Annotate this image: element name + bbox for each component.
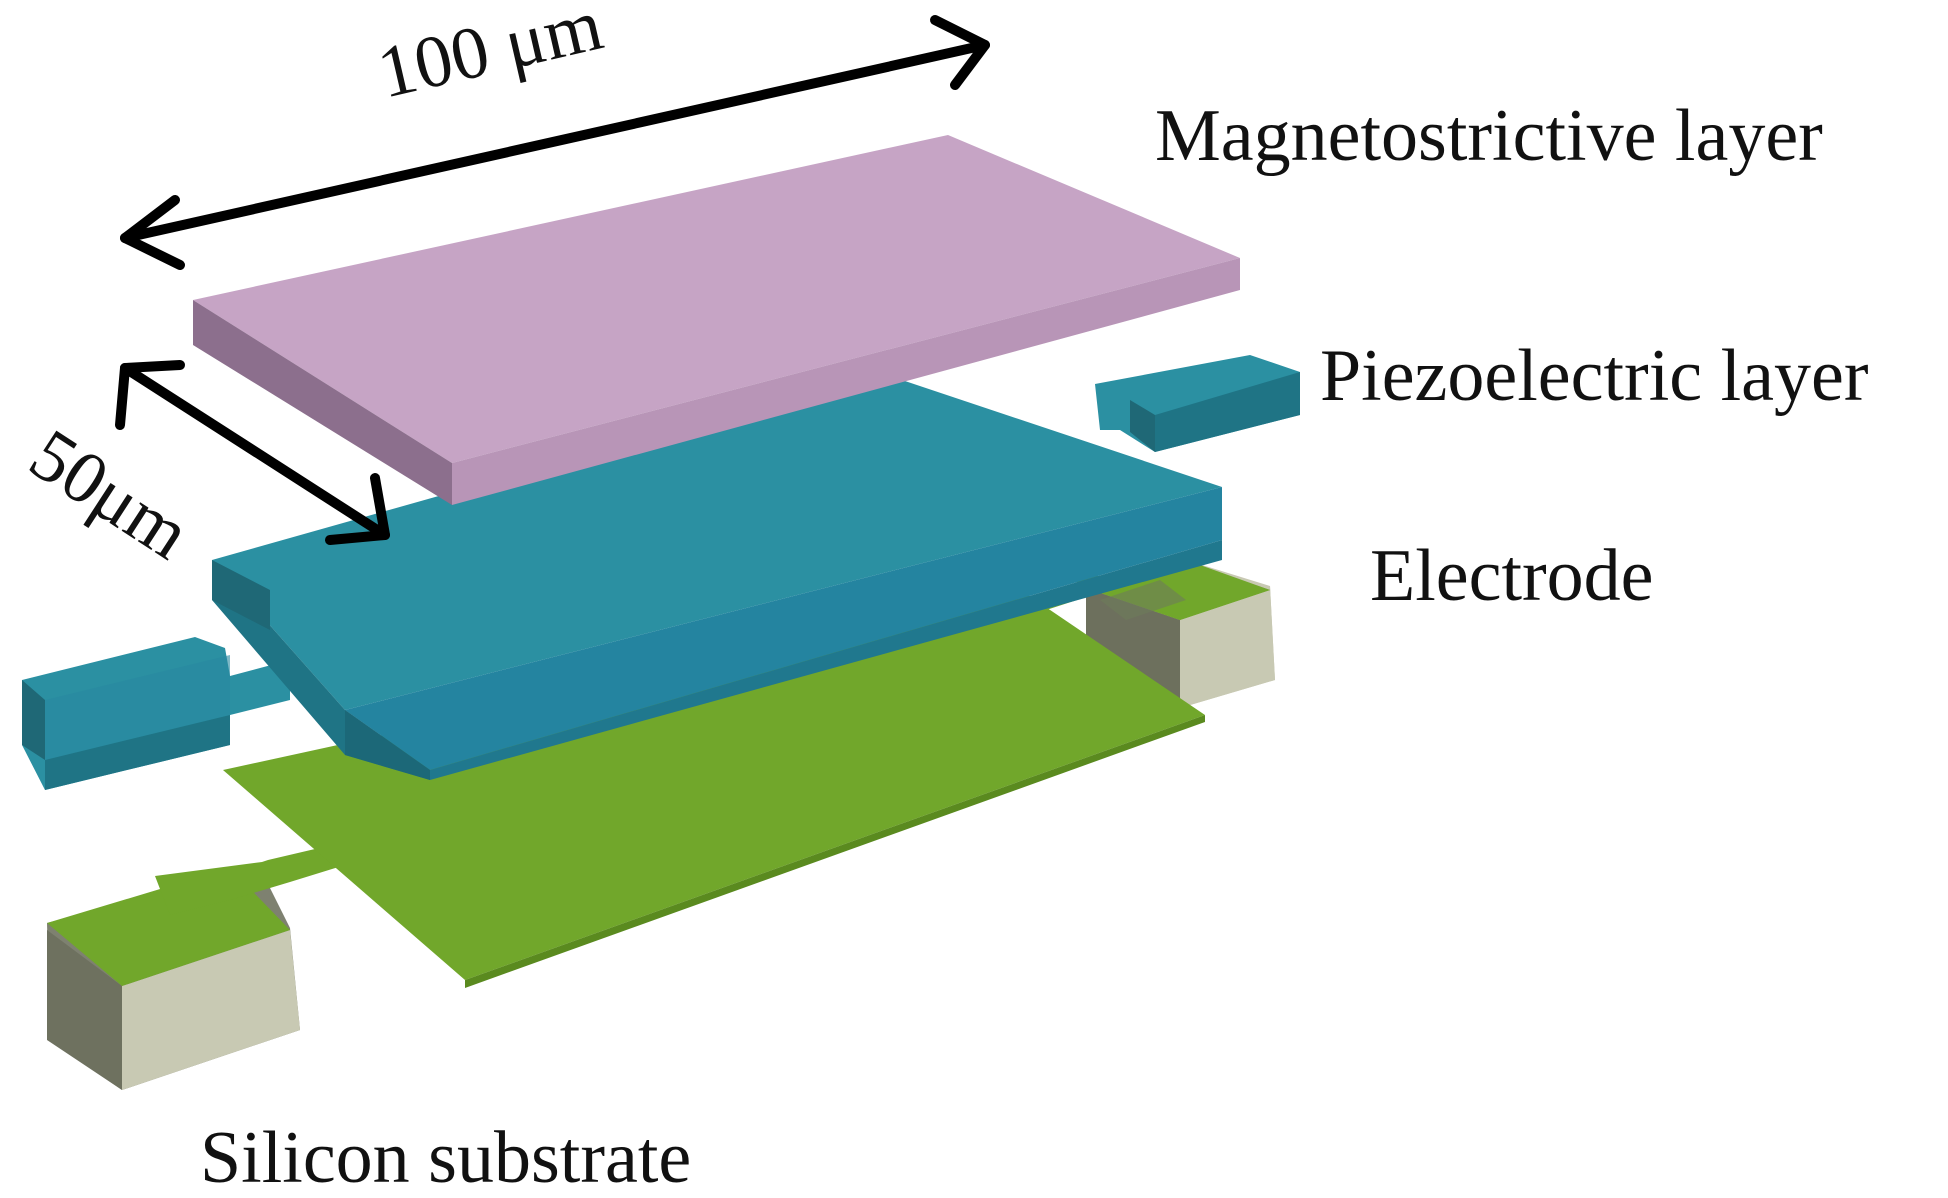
electrode-label: Electrode: [1370, 535, 1654, 617]
silicon-substrate-label: Silicon substrate: [200, 1117, 691, 1198]
magnetostrictive-layer-label: Magnetostrictive layer: [1155, 95, 1823, 177]
width-dimension-label: 50μm: [16, 413, 204, 575]
magnetostrictive-layer: [193, 135, 1240, 505]
length-dimension-arrow: [120, 15, 990, 270]
width-dimension-arrow: [115, 360, 390, 545]
piezoelectric-layer-label: Piezoelectric layer: [1320, 335, 1869, 417]
piezoelectric-layer: [22, 355, 1300, 790]
length-dimension-label: 100 μm: [370, 0, 609, 115]
